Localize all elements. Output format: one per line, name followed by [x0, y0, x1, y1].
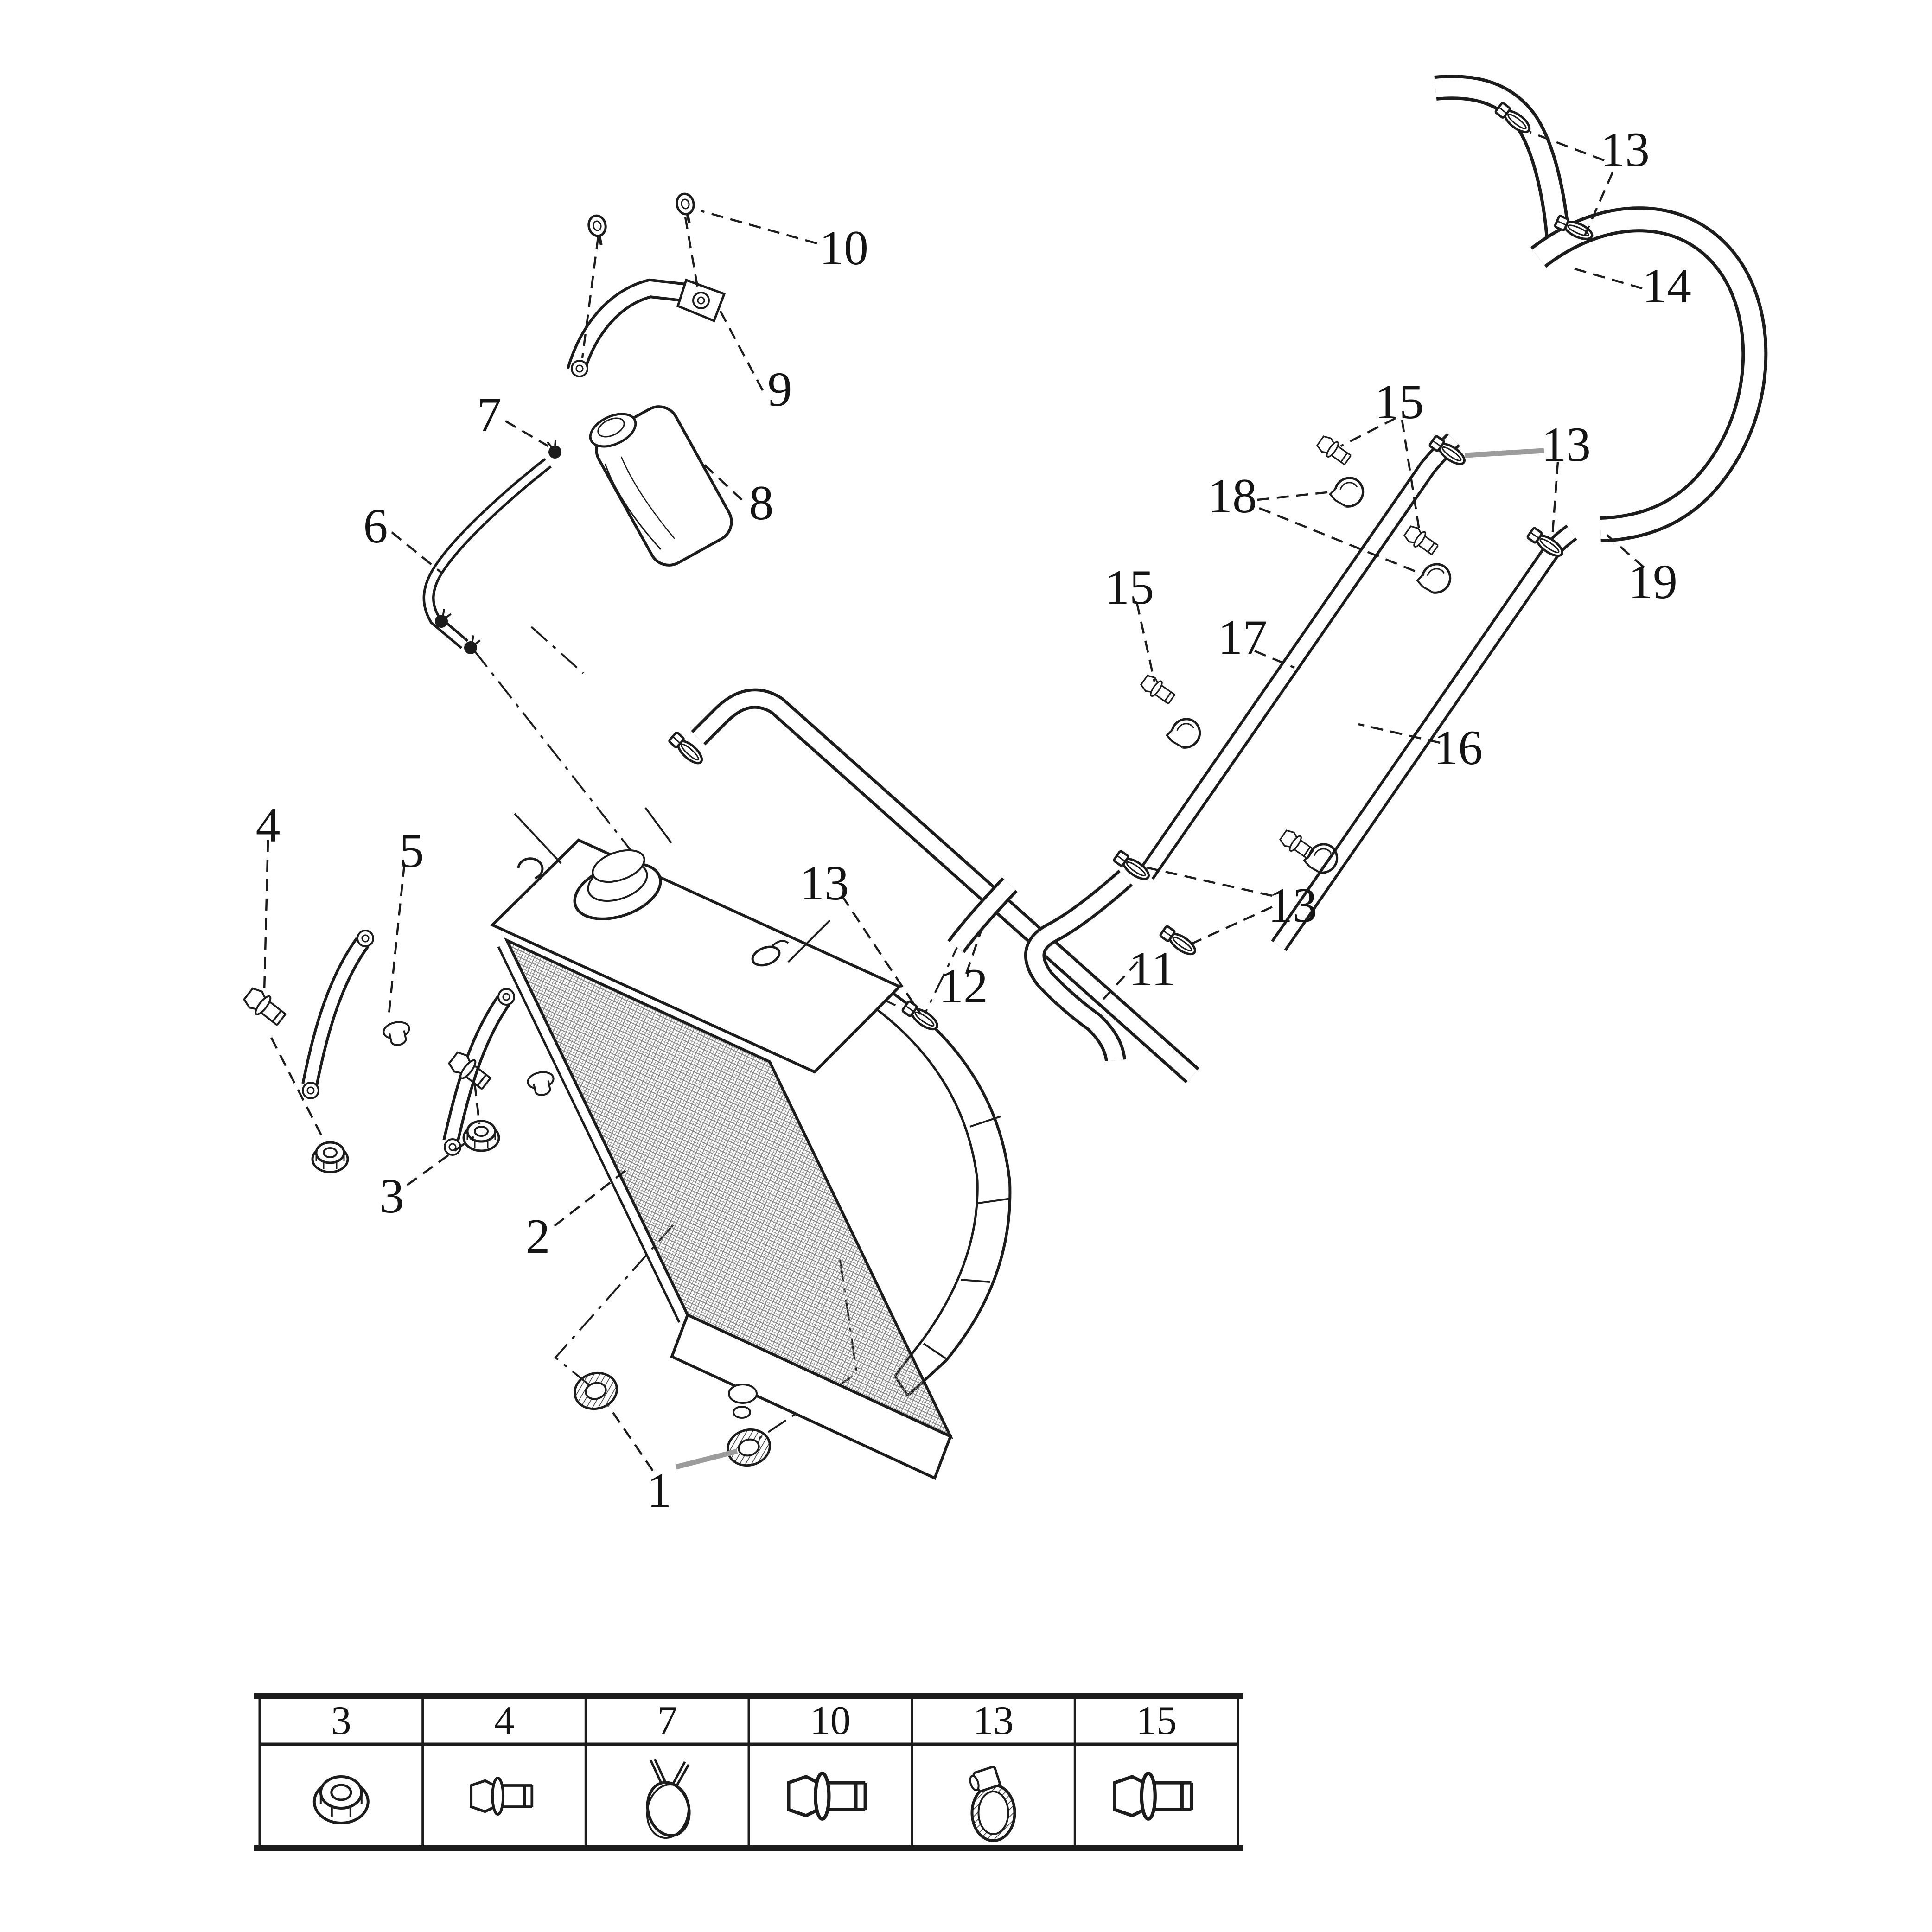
- spring-clamp-icon: [543, 437, 564, 461]
- water-pipe-elbow: [668, 688, 1199, 1084]
- bolt-icon: [1314, 433, 1354, 468]
- pipe-clip-icon: [1415, 561, 1454, 597]
- overflow-hose: [422, 458, 552, 658]
- bolt-icon: [240, 984, 289, 1030]
- flange-bolt-icon: [787, 1772, 867, 1821]
- spring-band-clamp-icon: [646, 1758, 691, 1839]
- part-label-18: 18: [1208, 469, 1257, 523]
- table-header-3: 3: [331, 1698, 351, 1743]
- part-label-1: 1: [647, 1463, 672, 1518]
- part-label-3: 3: [380, 1169, 404, 1223]
- side-bracket-right: [442, 988, 558, 1156]
- coolant-hose-12: [947, 877, 1018, 953]
- part-label-12: 12: [939, 959, 988, 1013]
- part-label-2: 2: [526, 1209, 550, 1263]
- side-bracket-left: [240, 930, 414, 1172]
- part-label-13-bottom: 13: [1268, 878, 1317, 932]
- pipe-clip-icon: [1327, 475, 1366, 510]
- worm-gear-clamp-icon: [969, 1766, 1016, 1842]
- part-label-19: 19: [1628, 555, 1677, 609]
- grommet-icon: [525, 1069, 558, 1099]
- part-label-7: 7: [477, 388, 502, 442]
- nut-icon: [464, 1121, 499, 1151]
- part-label-11: 11: [1129, 942, 1176, 996]
- table-header-7: 7: [657, 1698, 677, 1743]
- part-label-6: 6: [363, 499, 388, 553]
- grommet-icon: [381, 1019, 414, 1049]
- flange-bolt-icon: [470, 1777, 534, 1816]
- part-label-13-right: 13: [1542, 417, 1591, 472]
- table-header-15: 15: [1136, 1698, 1177, 1743]
- part-label-15-upper: 15: [1375, 375, 1424, 429]
- part-label-10: 10: [819, 221, 868, 275]
- coolant-hose-19: [1530, 206, 1768, 542]
- callout-labels: 10 9 7 8 6 13 14 15 18 13 19 15 17 16 13…: [256, 122, 1692, 1518]
- water-pipe-17: [1138, 433, 1460, 880]
- mounting-bracket-top: [566, 192, 726, 377]
- part-label-14: 14: [1642, 259, 1691, 313]
- nut-icon: [312, 1142, 348, 1172]
- flange-bolt-icon: [1113, 1772, 1193, 1821]
- coolant-hose-11: [1024, 869, 1133, 1062]
- part-label-16: 16: [1434, 721, 1483, 775]
- water-pipe-16: [1271, 524, 1577, 951]
- part-label-17: 17: [1218, 610, 1267, 664]
- reservoir-tank: [543, 405, 733, 567]
- table-header-10: 10: [810, 1698, 851, 1743]
- hose-clamp-icon: [902, 1001, 940, 1033]
- part-label-5: 5: [400, 823, 424, 878]
- pipe-clip-icon: [1164, 716, 1203, 752]
- table-header-4: 4: [494, 1698, 515, 1743]
- fastener-table: 3 4 7 10 13 15: [254, 1693, 1243, 1851]
- part-label-9: 9: [768, 362, 792, 416]
- part-label-13-top: 13: [1600, 122, 1650, 177]
- table-header-13: 13: [973, 1698, 1014, 1743]
- bolt-icon: [1138, 672, 1178, 708]
- part-label-8: 8: [749, 476, 774, 530]
- part-label-4: 4: [256, 798, 281, 852]
- leader-lines: [263, 131, 1645, 1472]
- grommet-icon: [724, 1425, 774, 1470]
- part-label-15-mid: 15: [1105, 560, 1154, 614]
- radiator: [490, 807, 1012, 1480]
- bolt-icon: [1277, 827, 1317, 862]
- flange-nut-icon: [312, 1775, 370, 1824]
- bolt-icon: [1402, 523, 1441, 558]
- part-label-13-left: 13: [800, 856, 849, 910]
